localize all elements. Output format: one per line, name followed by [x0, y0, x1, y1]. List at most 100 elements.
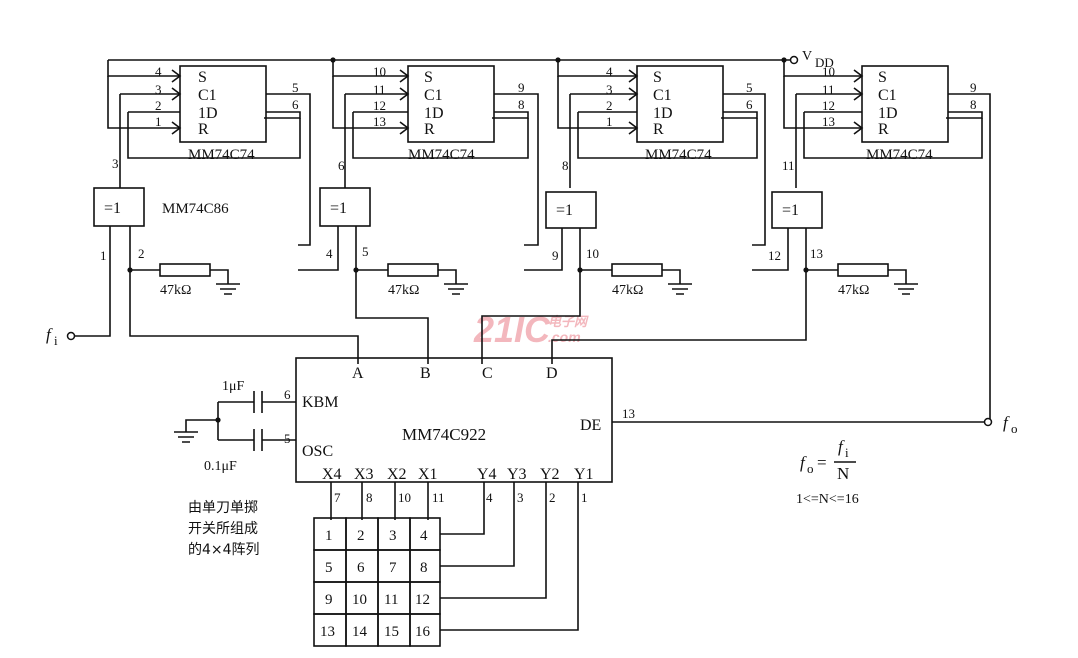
xor-gate-2: =1 6 4 5 — [298, 158, 429, 364]
resistor-3: 47kΩ — [611, 263, 692, 298]
encoder-osc-pin: 5 — [284, 431, 291, 446]
encoder-y1: Y1 — [574, 466, 594, 483]
watermark-logo: 21IC — [473, 309, 551, 350]
xor4-label: =1 — [782, 202, 799, 219]
ff3-part: MM74C74 — [645, 147, 712, 163]
ff4-pin-s: 10 — [822, 64, 835, 79]
encoder-de: DE — [580, 417, 601, 434]
ff3-pin-qb: 6 — [746, 97, 753, 112]
ff1-pin-s: 4 — [155, 64, 162, 79]
keypad-key-11-label: 11 — [384, 592, 398, 608]
encoder-in-d: D — [546, 365, 558, 382]
ff3-pin-s: 4 — [606, 64, 613, 79]
encoder-x4: X4 — [322, 466, 342, 483]
xor1-pin-in1: 1 — [100, 248, 107, 263]
cap1-value: 1μF — [222, 379, 245, 394]
ff1-pin-d: 2 — [155, 98, 162, 113]
keypad-key-4-label: 4 — [420, 528, 428, 544]
ff1-d-label: 1D — [198, 105, 218, 122]
ff2-pin-q: 9 — [518, 80, 525, 95]
ff1-pin-qb: 6 — [292, 97, 299, 112]
keypad-key-2-label: 2 — [357, 528, 365, 544]
ff4-pin-c: 11 — [822, 82, 835, 97]
x3-pin: 8 — [366, 490, 373, 505]
ff3-d-label: 1D — [653, 105, 673, 122]
ff2-d-label: 1D — [424, 105, 444, 122]
xor3-pin-in2: 10 — [586, 246, 599, 261]
keypad: 1 2 3 4 5 6 7 8 9 10 11 12 13 14 15 16 — [313, 517, 441, 647]
encoder-x1: X1 — [418, 466, 438, 483]
formula-lhs-sub: o — [807, 461, 814, 476]
encoder-kbm: KBM — [302, 394, 338, 411]
ff2-s-label: S — [424, 69, 433, 86]
xor2-pin-out: 6 — [338, 158, 345, 173]
ff1-pin-c: 3 — [155, 82, 162, 97]
keypad-key-1-label: 1 — [325, 528, 333, 544]
fo-label: f — [1003, 413, 1010, 432]
formula: f o = f i N 1<=N<=16 — [796, 437, 859, 507]
y3-pin: 3 — [517, 490, 524, 505]
keypad-key-15-label: 15 — [384, 624, 399, 640]
fo-sub: o — [1011, 421, 1018, 436]
xor1-pin-out: 3 — [112, 156, 119, 171]
encoder-osc: OSC — [302, 443, 333, 460]
xor1-pin-in2: 2 — [138, 246, 145, 261]
encoder-name: MM74C922 — [402, 425, 486, 444]
flipflop-1: S C1 1D R 4 3 2 1 5 6 MM74C74 — [107, 60, 311, 246]
vdd-rail: V DD — [108, 49, 834, 70]
encoder-y2: Y2 — [540, 466, 560, 483]
y2-pin: 2 — [549, 490, 556, 505]
ff1-s-label: S — [198, 69, 207, 86]
ff1-part: MM74C74 — [188, 147, 255, 163]
flipflop-2: S C1 1D R 10 11 12 13 9 8 MM74C74 — [332, 60, 539, 246]
xor2-pin-in1: 4 — [326, 246, 333, 261]
resistor-4-value: 47kΩ — [838, 283, 869, 298]
keypad-key-13-label: 13 — [320, 624, 335, 640]
flipflop-3: S C1 1D R 4 3 2 1 5 6 MM74C74 — [557, 60, 766, 246]
keypad-key-10-label: 10 — [352, 592, 367, 608]
ff4-r-label: R — [878, 121, 889, 138]
cap2-value: 0.1μF — [204, 459, 237, 474]
formula-lhs: f — [800, 453, 807, 472]
ff3-c-label: C1 — [653, 87, 672, 104]
keypad-key-16-label: 16 — [415, 624, 431, 640]
xor4-pin-out: 11 — [782, 158, 795, 173]
vdd-sub: DD — [815, 55, 834, 70]
resistor-2: 47kΩ — [387, 263, 468, 298]
xor-gate-1: =1 3 1 2 MM74C86 — [93, 156, 359, 364]
keypad-note-line3: 的4×4阵列 — [188, 542, 260, 558]
resistor-2-value: 47kΩ — [388, 283, 419, 298]
encoder-in-b: B — [420, 365, 431, 382]
y1-pin: 1 — [581, 490, 588, 505]
encoder-de-pin: 13 — [622, 406, 635, 421]
xor3-pin-out: 8 — [562, 158, 569, 173]
vdd-label: V — [802, 49, 812, 64]
encoder-chip: MM74C922 A B C D KBM 6 OSC 5 DE 13 X4 X3… — [284, 357, 984, 483]
keypad-key-12-label: 12 — [415, 592, 430, 608]
xor4-pin-in2: 13 — [810, 246, 823, 261]
keypad-note-line1: 由单刀单掷 — [188, 500, 258, 516]
xor2-pin-in2: 5 — [362, 244, 369, 259]
ff4-d-label: 1D — [878, 105, 898, 122]
encoder-y4: Y4 — [477, 466, 497, 483]
watermark-url: .com — [548, 329, 581, 345]
x1-pin: 11 — [432, 490, 445, 505]
ff3-pin-c: 3 — [606, 82, 613, 97]
ff2-pin-d: 12 — [373, 98, 386, 113]
keypad-key-16[interactable] — [409, 613, 441, 647]
formula-num: f — [838, 437, 845, 456]
ff3-s-label: S — [653, 69, 662, 86]
ff2-c-label: C1 — [424, 87, 443, 104]
ff4-part: MM74C74 — [866, 147, 933, 163]
ff1-r-label: R — [198, 121, 209, 138]
formula-num-sub: i — [845, 445, 849, 460]
encoder-in-a: A — [352, 365, 364, 382]
ff4-pin-d: 12 — [822, 98, 835, 113]
ff4-pin-qb: 8 — [970, 97, 977, 112]
keypad-key-9-label: 9 — [325, 592, 333, 608]
formula-eq: = — [817, 453, 827, 472]
xor4-pin-in1: 12 — [768, 248, 781, 263]
xor-gate-3: =1 8 9 10 — [481, 158, 612, 364]
ff3-pin-q: 5 — [746, 80, 753, 95]
